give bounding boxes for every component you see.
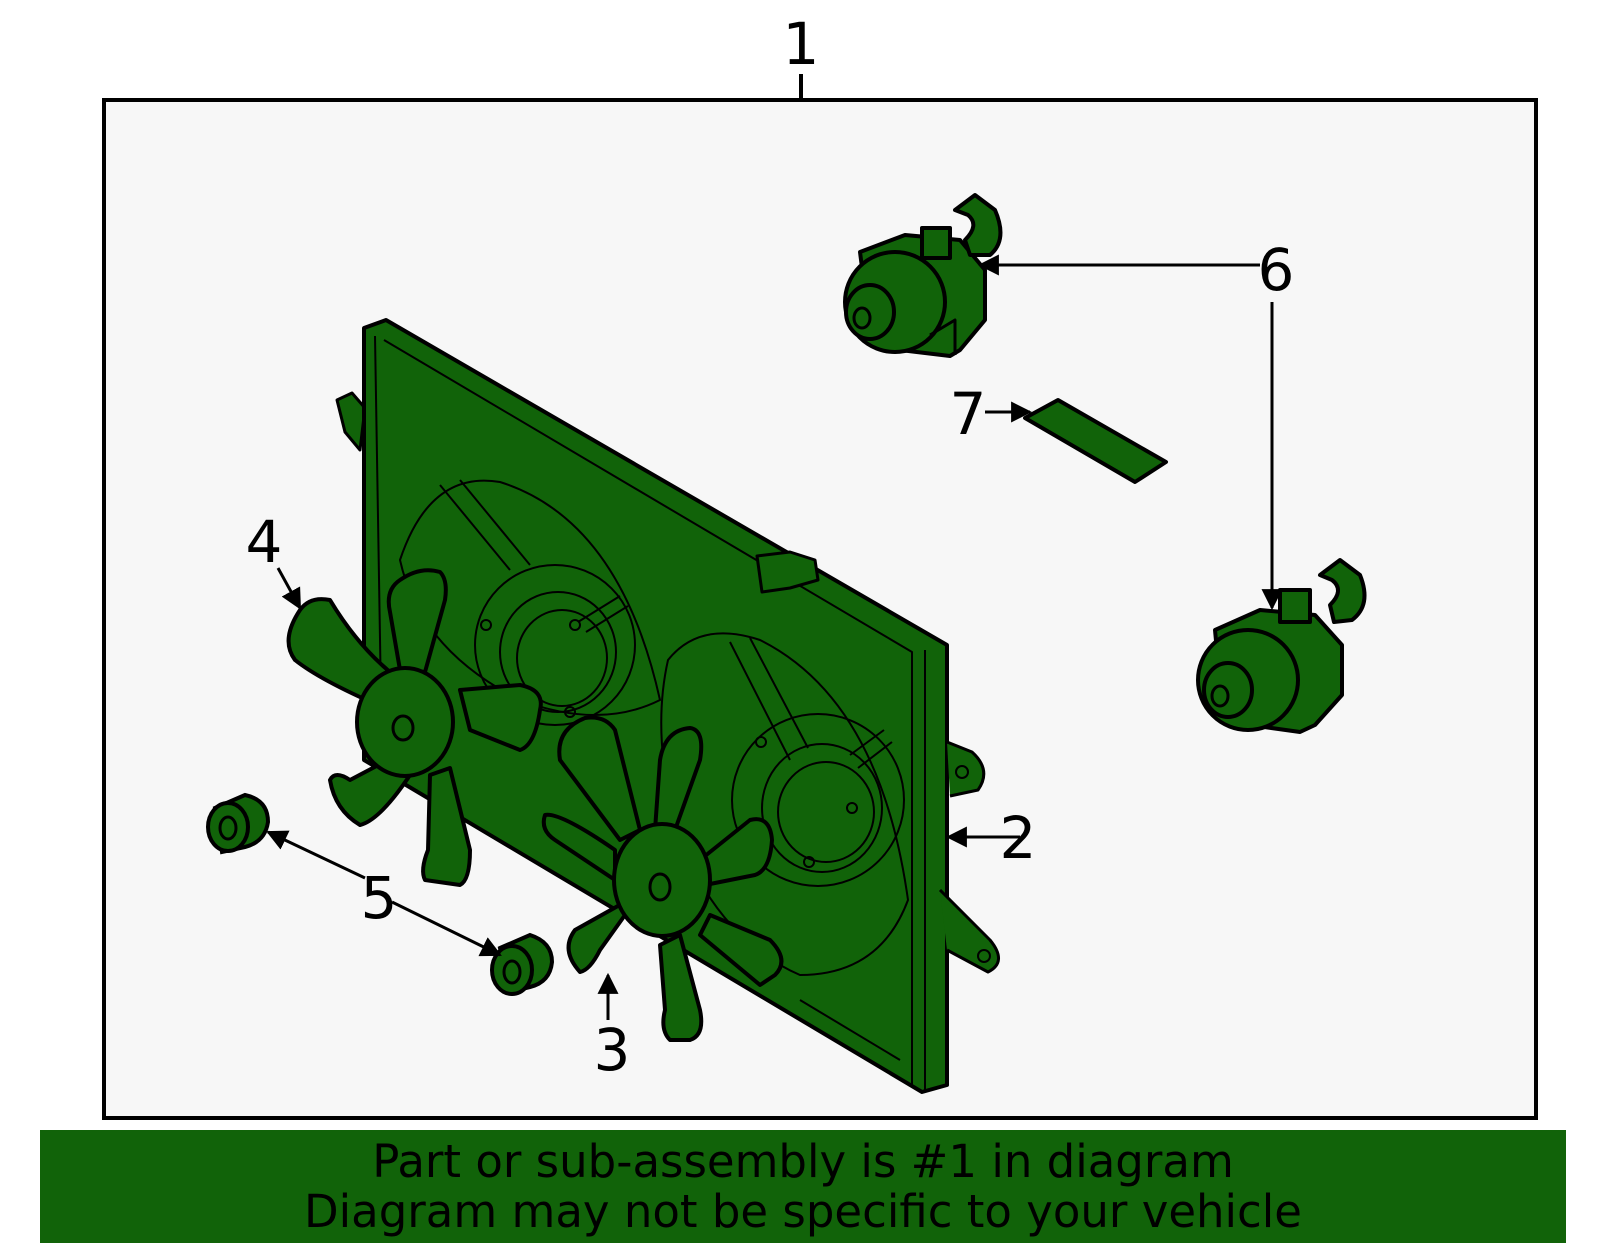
callout-2: 2 (1000, 804, 1037, 872)
disclaimer-line-2: Diagram may not be specific to your vehi… (304, 1184, 1302, 1238)
disclaimer-banner: Part or sub-assembly is #1 in diagram Di… (40, 1130, 1566, 1243)
callout-3: 3 (594, 1016, 631, 1084)
fan-shroud (335, 318, 1000, 1094)
rubber-bushing-upper (206, 792, 271, 855)
callout-6: 6 (1258, 236, 1295, 304)
rubber-bushing-lower (490, 932, 555, 996)
fan-motor-lower (1196, 558, 1367, 734)
fan-motor-upper (843, 193, 1003, 358)
callout-7: 7 (950, 380, 987, 448)
fan-blade-assembly-lower (541, 715, 784, 1042)
callout-1: 1 (783, 10, 820, 78)
callout-leaders (266, 254, 1283, 1020)
fan-blade-assembly-upper (286, 568, 543, 887)
disclaimer-line-1: Part or sub-assembly is #1 in diagram (372, 1134, 1234, 1188)
callout-5: 5 (361, 864, 398, 932)
callout-4: 4 (246, 508, 283, 576)
label-plate (1023, 398, 1168, 484)
